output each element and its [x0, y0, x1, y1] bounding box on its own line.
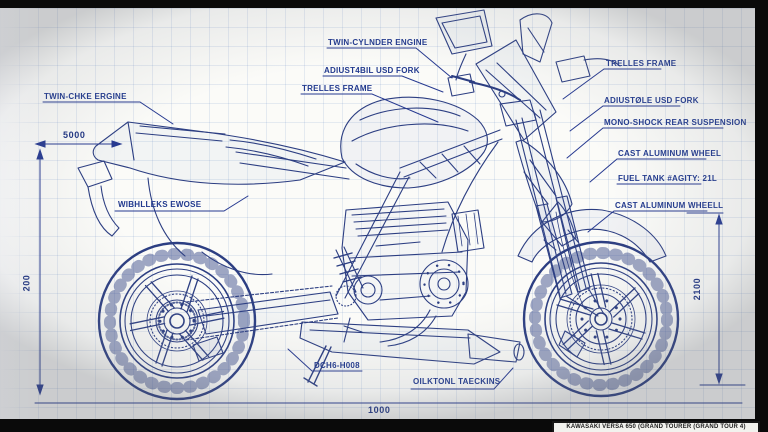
- front-fender: [517, 208, 667, 263]
- caption-plate: KAWASAKI VERSA 650 (GRAND TOURER (GRAND …: [552, 421, 760, 432]
- fuel-tank: [340, 96, 488, 189]
- leader-center-fork: [322, 75, 444, 93]
- callout-center-fork: ADIUST4BIL USD FORK: [324, 66, 420, 75]
- windscreen: [475, 13, 557, 141]
- dim-2100-label: 2100: [692, 277, 703, 301]
- callout-right-front-wheel: CAST ALUMINUM WHEEL: [618, 149, 722, 158]
- swingarm: [185, 285, 339, 341]
- exhaust-belly: [299, 309, 525, 387]
- callout-wheelbase: WIBHLLEKS EWOSE: [118, 200, 202, 209]
- leader-right-fork: [569, 105, 681, 132]
- letterbox-top-bar: [0, 0, 768, 8]
- front-fairing: [515, 139, 577, 247]
- dim-200-label: 200: [21, 274, 32, 292]
- front-wheel: [522, 240, 680, 398]
- leader-center-engine: [326, 47, 453, 79]
- engine: [335, 201, 485, 321]
- leader-left-engine: [42, 101, 174, 125]
- letterbox-right-bar: [755, 0, 768, 432]
- dim-200-line: [36, 148, 44, 396]
- leader-right-rear-wheel: [587, 210, 708, 233]
- callout-right-rear-wheel: CAST ALUMINUM WHEELL: [615, 201, 724, 210]
- callout-right-fuel-tank: FUEL TANK #AGITY: 21L: [618, 174, 718, 183]
- callout-center-engine: TWIN-CYLNDER ENGINE: [328, 38, 428, 47]
- leader-wheelbase: [114, 195, 249, 212]
- callout-left-engine: TWIN-CHKE ERGINE: [44, 92, 127, 101]
- dim-2100-line: [686, 212, 746, 386]
- front-fork: [515, 109, 605, 317]
- dim-1000-label: 1000: [368, 405, 391, 415]
- callout-center-frame: TRELLES FRAME: [302, 84, 373, 93]
- dim-5000-line: [34, 140, 123, 148]
- leader-right-monoshock: [566, 127, 724, 159]
- dim-5000-label: 5000: [63, 130, 86, 140]
- callout-right-fork: ADIUSTØLE USD FORK: [604, 96, 699, 105]
- rear-wheel: [97, 241, 257, 401]
- paper-left-fade: [0, 8, 46, 419]
- callout-traction: OILKTONL TAECKINS: [413, 377, 501, 386]
- callout-part-code: DCH6-H008: [314, 361, 360, 370]
- leader-part-code: [287, 348, 363, 372]
- callout-right-monoshock: MONO-SHOCK REAR SUSPENSION: [604, 118, 747, 127]
- caption-text: KAWASAKI VERSA 650 (GRAND TOURER (GRAND …: [566, 424, 746, 430]
- leader-right-frame: [562, 68, 662, 100]
- leader-right-front-wheel: [589, 158, 707, 183]
- callout-right-frame: TRELLES FRAME: [606, 59, 677, 68]
- leader-center-frame: [300, 93, 439, 123]
- leader-traction: [410, 367, 514, 390]
